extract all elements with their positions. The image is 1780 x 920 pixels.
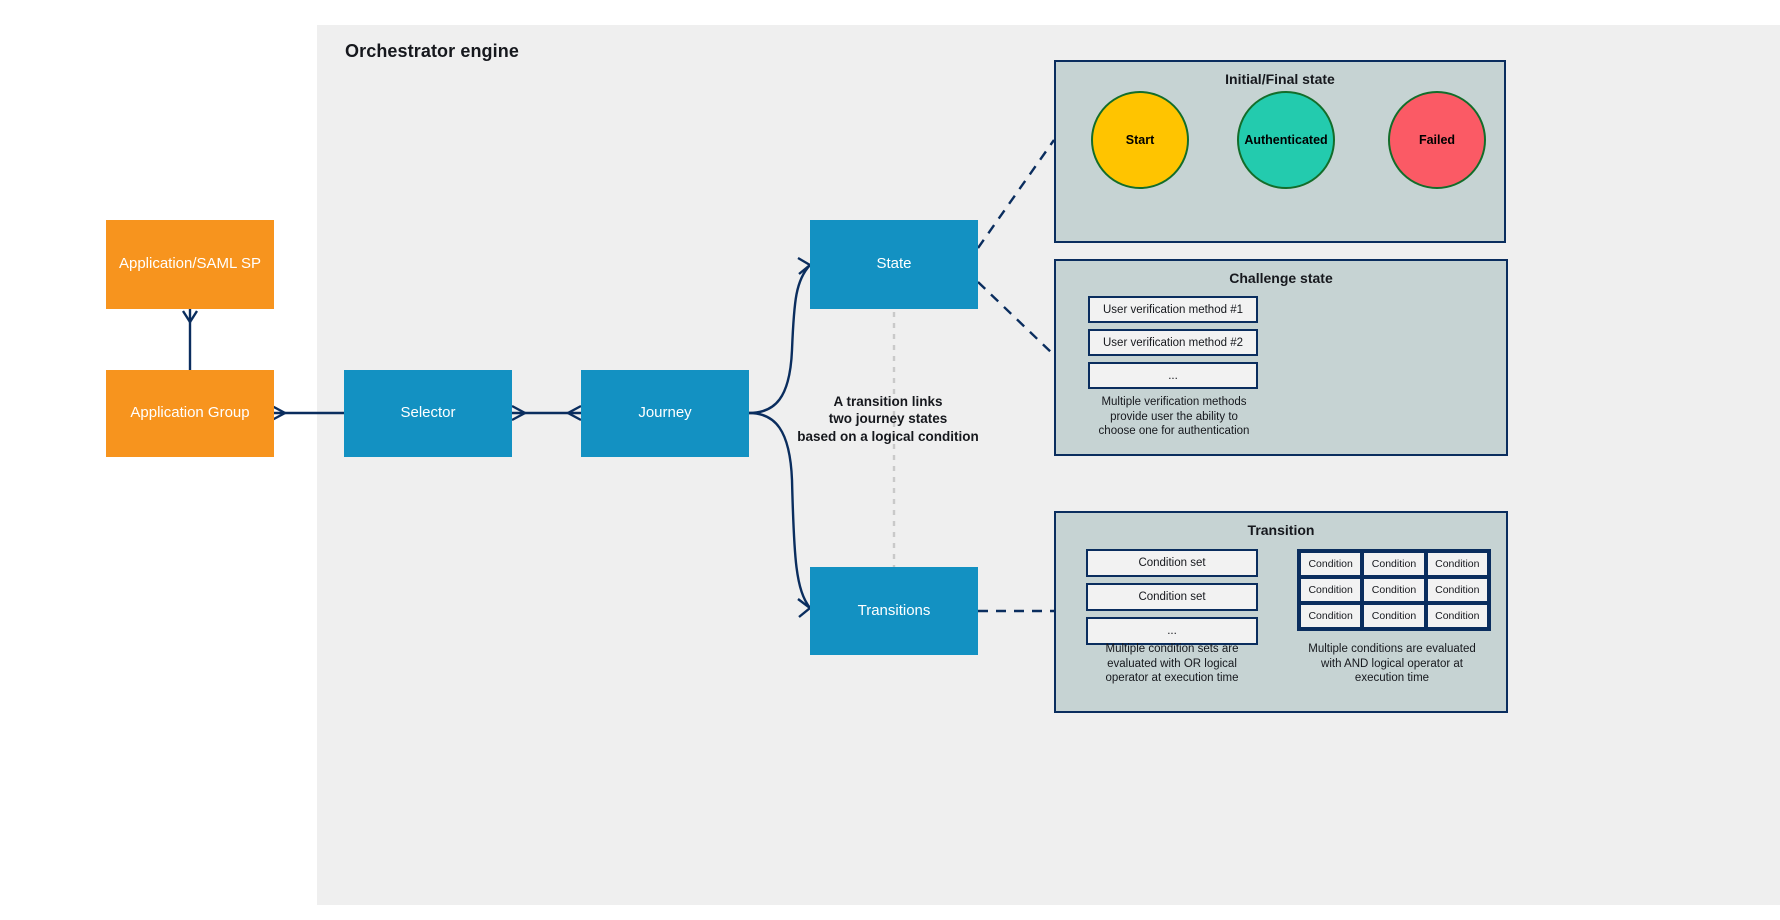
condition-cell[interactable]: Condition [1425,551,1489,577]
node-transitions[interactable]: Transitions [810,567,978,655]
state-circle-authenticated[interactable]: Authenticated [1237,91,1335,189]
verification-method-item[interactable]: User verification method #1 [1088,296,1258,323]
panel-title: Challenge state [1229,270,1333,286]
node-label: Journey [638,404,692,422]
verification-method-list: User verification method #1 User verific… [1088,296,1258,395]
node-selector[interactable]: Selector [344,370,512,457]
panel-initial-final-state: Initial/Final state Start Authenticated … [1054,60,1506,243]
engine-title: Orchestrator engine [345,41,519,61]
state-circle-start[interactable]: Start [1091,91,1189,189]
node-application-group[interactable]: Application Group [106,370,274,457]
condition-grid: Condition Condition Condition Condition … [1297,549,1491,631]
condition-cell[interactable]: Condition [1425,603,1489,629]
panel-transition: Transition Condition set Condition set .… [1054,511,1508,713]
transition-annotation-note: A transition links two journey states ba… [797,394,979,444]
verification-method-item[interactable]: User verification method #2 [1088,329,1258,356]
condition-cell[interactable]: Condition [1299,603,1363,629]
state-circle-label: Authenticated [1244,133,1328,147]
condition-grid-row: Condition Condition Condition [1299,603,1489,629]
challenge-caption: Multiple verification methods provide us… [1098,396,1250,438]
panel-challenge-state: Challenge state User verification method… [1054,259,1508,456]
condition-set-item[interactable]: ... [1086,617,1258,645]
condition-cell[interactable]: Condition [1362,603,1426,629]
condition-cell[interactable]: Condition [1425,577,1489,603]
state-circle-failed[interactable]: Failed [1388,91,1486,189]
condition-cell[interactable]: Condition [1299,577,1363,603]
verification-method-item[interactable]: ... [1088,362,1258,389]
condition-set-list: Condition set Condition set ... [1086,549,1258,651]
state-circle-row: Start Authenticated Failed [1056,91,1504,201]
state-circle-label: Start [1125,133,1155,147]
state-circle-label: Failed [1418,133,1456,147]
node-state[interactable]: State [810,220,978,309]
condition-cell[interactable]: Condition [1362,551,1426,577]
condition-grid-row: Condition Condition Condition [1299,577,1489,603]
connector-appsaml-appgroup [181,309,199,370]
condition-cell[interactable]: Condition [1299,551,1363,577]
node-label: Selector [400,404,456,422]
node-label: State [876,255,912,273]
panel-title: Initial/Final state [1225,71,1335,87]
node-application-saml-sp[interactable]: Application/SAML SP [106,220,274,309]
condition-grid-row: Condition Condition Condition [1299,551,1489,577]
transition-caption-or: Multiple condition sets are evaluated wi… [1105,643,1239,685]
panel-title: Transition [1247,522,1315,538]
condition-set-item[interactable]: Condition set [1086,583,1258,611]
condition-set-item[interactable]: Condition set [1086,549,1258,577]
transition-caption-and: Multiple conditions are evaluated with A… [1308,643,1476,685]
node-label: Transitions [857,601,931,619]
node-label: Application/SAML SP [118,255,262,273]
orchestrator-engine-container [317,25,1780,905]
condition-cell[interactable]: Condition [1362,577,1426,603]
node-label: Application Group [130,404,250,422]
node-journey[interactable]: Journey [581,370,749,457]
